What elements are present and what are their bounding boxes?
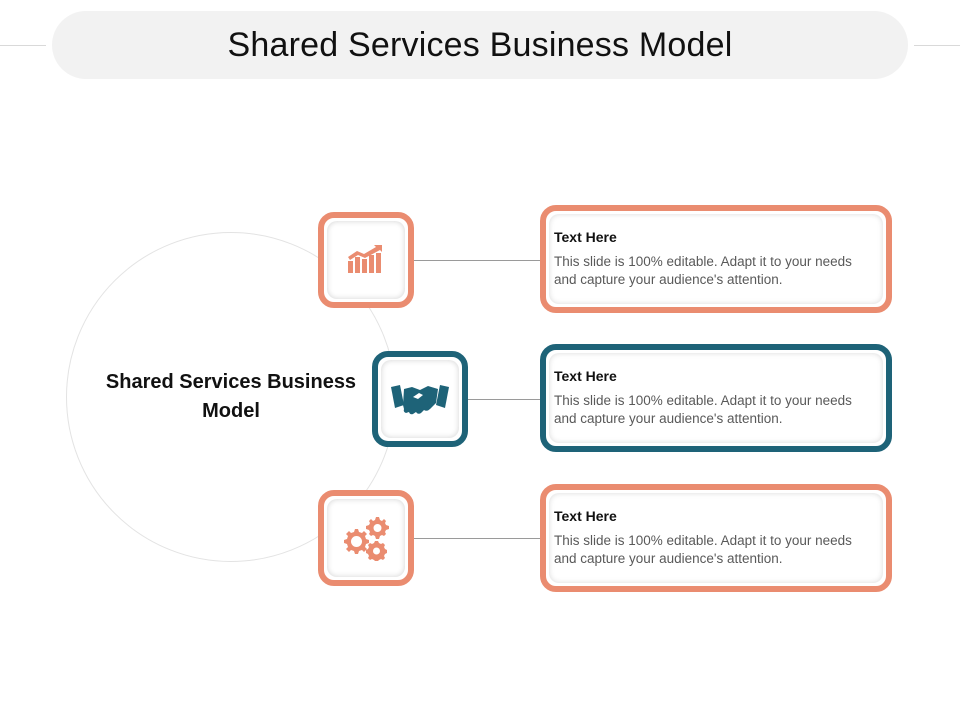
text-box-heading: Text Here	[554, 368, 617, 384]
icon-box-3	[318, 490, 414, 586]
center-label: Shared Services Business Model	[105, 371, 357, 422]
text-box-heading: Text Here	[554, 508, 617, 524]
text-box-body: This slide is 100% editable. Adapt it to…	[554, 393, 852, 426]
text-box-body: This slide is 100% editable. Adapt it to…	[554, 533, 852, 566]
gears-icon	[344, 517, 389, 561]
bar-chart-growth-icon	[348, 245, 382, 273]
title-bar: Shared Services Business Model	[52, 11, 908, 79]
connector-1	[414, 260, 542, 261]
icon-box-2	[372, 351, 468, 447]
title-rule-left	[0, 45, 46, 46]
connector-3	[414, 538, 542, 539]
text-box-heading: Text Here	[554, 229, 617, 245]
icon-box-1	[318, 212, 414, 308]
handshake-icon	[391, 385, 449, 415]
text-box-2: Text Here This slide is 100% editable. A…	[540, 344, 892, 452]
connector-2	[468, 399, 542, 400]
text-box-3: Text Here This slide is 100% editable. A…	[540, 484, 892, 592]
text-box-body: This slide is 100% editable. Adapt it to…	[554, 254, 852, 287]
page-title: Shared Services Business Model	[227, 25, 733, 64]
title-rule-right	[914, 45, 960, 46]
text-box-1: Text Here This slide is 100% editable. A…	[540, 205, 892, 313]
